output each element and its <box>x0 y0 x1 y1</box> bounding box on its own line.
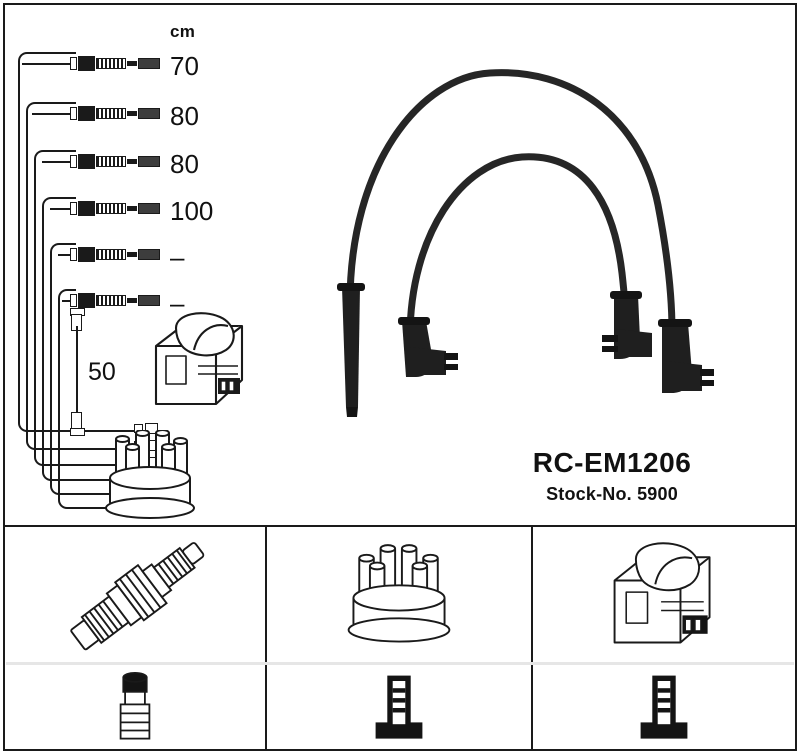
legend-panel-distributor-cap <box>267 527 531 751</box>
panel-divider <box>265 527 267 751</box>
unit-header-cm: cm <box>170 22 196 41</box>
spec-length-value: 80 <box>170 101 199 131</box>
ignition-coil-icon <box>533 529 795 663</box>
part-number-block: RC-EM1206 Stock-No. 5900 <box>452 447 772 506</box>
spec-length-value: – <box>170 288 185 318</box>
legend-sub-divider <box>6 662 794 665</box>
panel-divider <box>531 527 533 751</box>
length-spec-list: cm 70 80 80 <box>12 10 262 316</box>
distributor-cap-icon <box>267 529 531 663</box>
product-code: RC-EM1206 <box>532 447 692 478</box>
spec-row: 100 <box>12 198 262 232</box>
distributor-cap-icon <box>96 429 204 526</box>
stock-number: Stock-No. 5900 <box>546 484 678 504</box>
spec-length-value: – <box>170 242 185 272</box>
cable-outer <box>346 69 676 335</box>
right-angle-boot-icon <box>602 291 652 359</box>
spec-row: – <box>12 244 262 278</box>
spark-plug-boot-icon <box>5 667 265 749</box>
spec-length-value: 100 <box>170 196 214 226</box>
spec-row: 70 <box>12 53 262 87</box>
short-lead-assembly: 50 <box>62 308 122 438</box>
coil-terminal-icon <box>533 667 795 749</box>
legend-divider <box>5 525 795 527</box>
right-angle-boot-icon <box>398 317 458 377</box>
short-lead-length-value: 50 <box>88 358 116 386</box>
spec-row: – <box>12 290 262 324</box>
distributor-terminal-icon <box>267 667 531 749</box>
straight-boot-icon <box>337 283 365 417</box>
spec-length-value: 80 <box>170 149 199 179</box>
spec-length-value: 70 <box>170 51 199 81</box>
ignition-coil-icon <box>146 308 258 420</box>
legend-panel-ignition-coil <box>533 527 795 751</box>
spark-plug-icon <box>5 529 265 663</box>
cable-inner <box>406 153 630 341</box>
spec-row: 80 <box>12 103 262 137</box>
legend-panel-spark-plug <box>5 527 265 751</box>
right-angle-boot-icon <box>658 319 714 393</box>
ignition-cable-illustration <box>310 55 800 435</box>
spec-row: 80 <box>12 151 262 185</box>
